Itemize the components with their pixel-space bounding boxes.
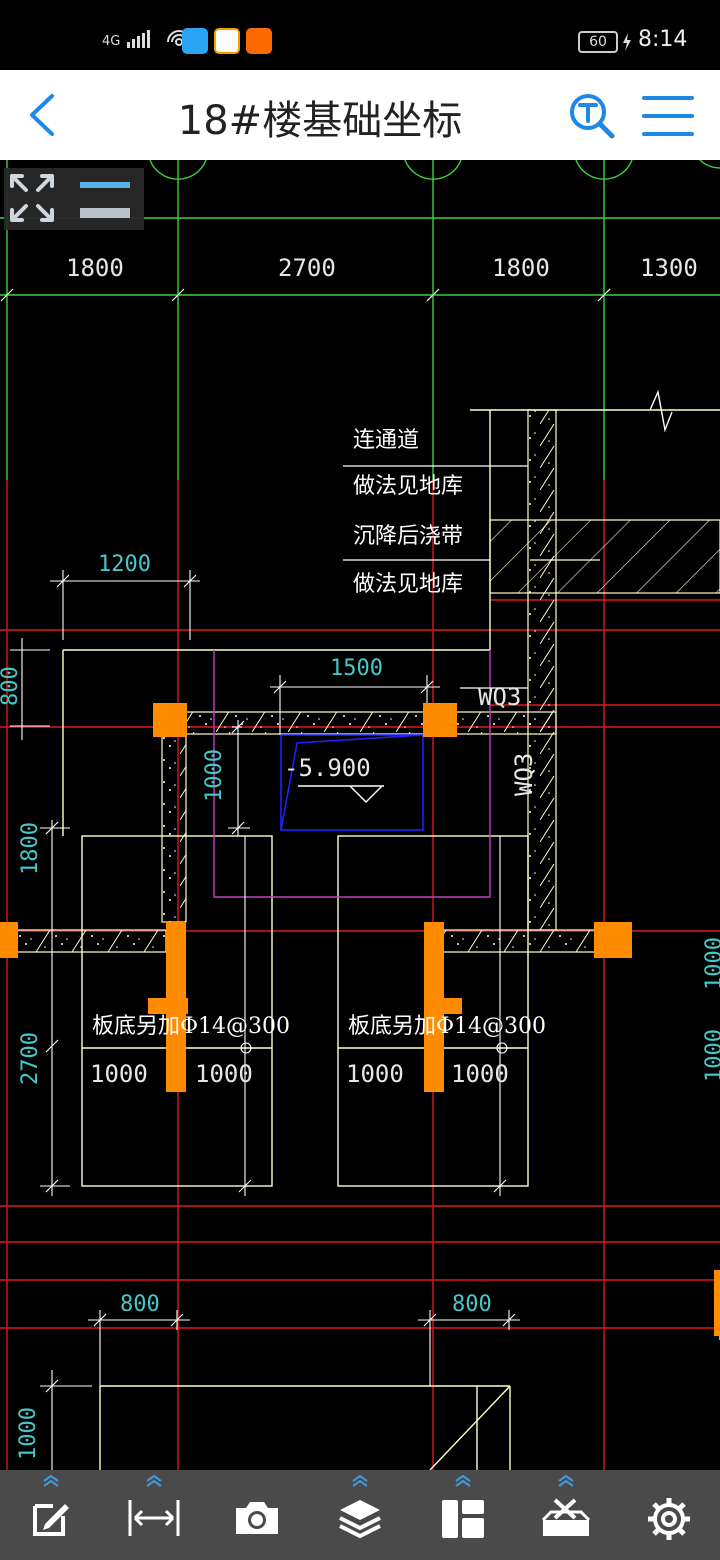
text-search-icon [570,94,615,139]
wall-left-bottom [15,929,167,953]
camera-tool[interactable] [206,1470,309,1560]
left-dim-1000: 1000 [16,1407,41,1460]
note-see-garage-2: 做法见地库 [353,572,464,597]
network-indicator: 4G [102,28,193,49]
layout-tool[interactable] [411,1470,514,1560]
browser-app-icon [214,28,240,54]
menu-button[interactable] [640,90,696,142]
charging-icon [623,33,631,51]
wall-left-vertical [161,733,187,923]
uc-app-icon [246,28,272,54]
pit-outline [213,650,491,898]
toolbox-tool[interactable] [514,1470,617,1560]
rebar-note-left: 板底另加Φ14@300 [92,1014,291,1039]
settings-tool[interactable] [617,1470,720,1560]
toolbox-icon [541,1498,590,1536]
top-dim-2: 2700 [278,254,336,282]
signal-icon [126,30,150,48]
dimension-lines [10,570,520,1470]
text-search-button[interactable] [566,90,618,142]
split-right-1: 1000 [346,1060,404,1088]
dim-1500: 1500 [330,656,383,681]
columns [0,703,720,1336]
note-see-garage-1: 做法见地库 [353,474,464,499]
dim-1200: 1200 [98,552,151,577]
clock: 8:14 [638,27,688,52]
expand-caret-icon [352,1474,368,1487]
settings-gear-icon [647,1498,690,1540]
axis-grid-red [0,480,720,1470]
layers-tool[interactable] [309,1470,412,1560]
notification-apps [182,28,272,54]
hamburger-menu-icon [642,96,694,136]
column-d [594,922,632,958]
left-dim-cut: 800 [0,666,23,706]
camera-icon [236,1502,279,1534]
wq3-label-horizontal: WQ3 [478,683,522,711]
pier-right-cap [424,998,462,1014]
inner-dim-1000: 1000 [202,749,227,802]
edit-tool[interactable] [0,1470,103,1560]
measure-icon [128,1500,180,1536]
top-dim-4: 1300 [640,254,698,282]
break-line [649,389,673,433]
dim-800-left: 800 [120,1292,160,1317]
left-dim-2700: 2700 [18,1032,43,1085]
split-right-2: 1000 [451,1060,509,1088]
split-left-1: 1000 [90,1060,148,1088]
left-dim-1800: 1800 [18,822,43,875]
axis-dim-ticks [0,288,611,302]
rebar-note-right: 板底另加Φ14@300 [348,1014,547,1039]
fullscreen-icon [10,174,130,222]
page-title: 18#楼基础坐标 [177,98,463,144]
status-bar: 4G 60 8:14 [0,0,720,70]
split-left-2: 1000 [195,1060,253,1088]
elevation-box [280,734,424,831]
expand-caret-icon [146,1474,162,1487]
column-a [153,703,187,737]
settlement-band-hatch [489,519,720,594]
column-edge [714,1270,720,1336]
battery-indicator: 60 [578,31,618,53]
dim-800-right: 800 [452,1292,492,1317]
elevation-value: -5.900 [284,754,371,782]
note-leaders [343,465,528,689]
top-dim-1: 1800 [66,254,124,282]
wall-right-bottom [442,929,599,953]
measure-tool[interactable] [103,1470,206,1560]
layers-icon [339,1500,381,1539]
column-c [0,922,18,958]
back-button[interactable] [20,90,70,140]
expand-caret-icon [43,1474,60,1487]
note-passage: 连通道 [353,428,420,453]
column-b [423,703,457,737]
wq3-label-vertical: WQ3 [510,752,538,796]
network-type: 4G [102,34,121,49]
drawing-canvas[interactable]: 1800 2700 1800 1300 连通道 做法见地库 沉降后浇带 做法见地… [0,160,720,1470]
edit-icon [33,1504,70,1536]
top-dim-3: 1800 [492,254,550,282]
wall-wq3-vertical [527,409,557,931]
pier-left-cap [148,998,188,1014]
cad-drawing [0,160,720,1470]
layout-icon [441,1500,484,1538]
view-mode-toggle[interactable] [4,168,144,230]
bottom-toolbar [0,1470,720,1560]
right-dim-1000-b: 1000 [702,1029,720,1082]
note-post-pour-band: 沉降后浇带 [353,524,464,549]
elevation-symbol [298,785,384,803]
expand-caret-icon [558,1474,574,1487]
chevron-left-icon [30,94,54,136]
right-dim-1000-a: 1000 [702,937,720,990]
expand-caret-icon [455,1474,471,1487]
app-header: 18#楼基础坐标 [0,70,720,160]
video-app-icon [182,28,208,54]
